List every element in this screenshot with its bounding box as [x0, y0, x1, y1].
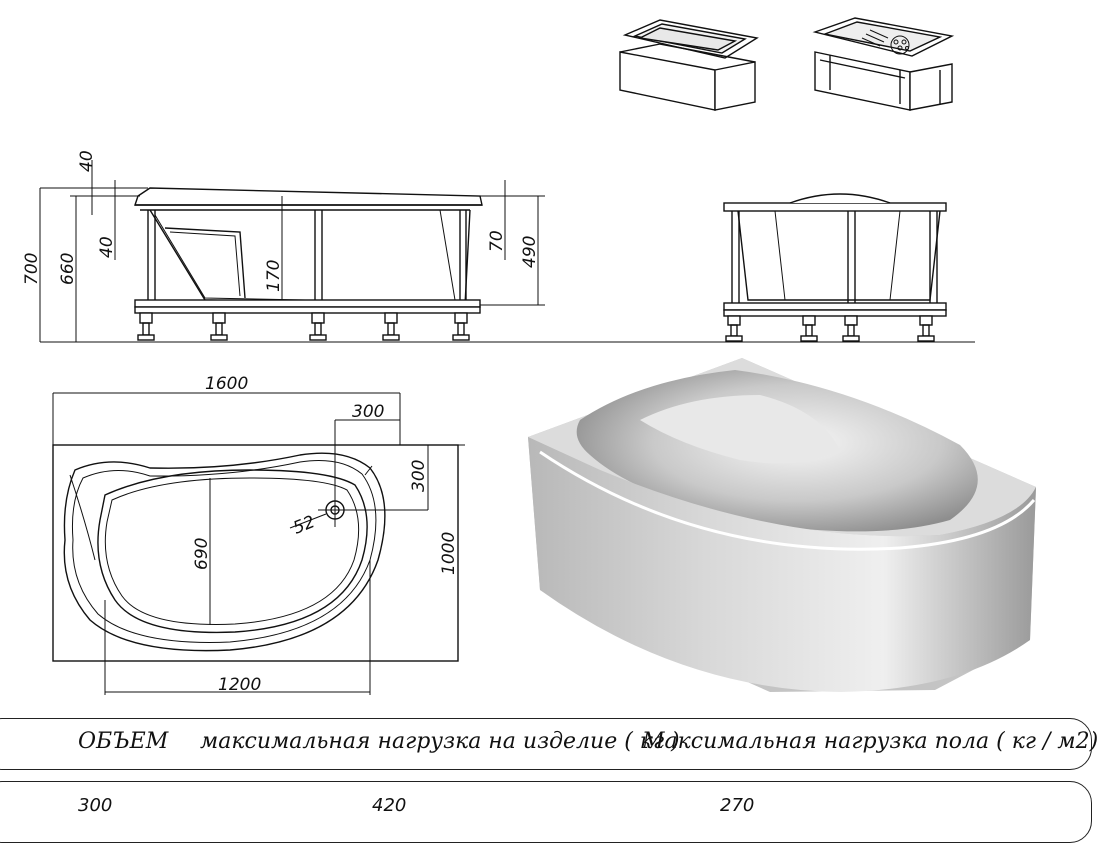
dim-rim-inner: 40: [97, 236, 117, 258]
dim-inner-width: 690: [192, 538, 212, 570]
end-elevation-view: [723, 193, 947, 342]
dim-depth-inner: 170: [264, 260, 284, 292]
plan-view: [52, 392, 465, 695]
header-max-floor-load: Максимальная нагрузка пола ( кг / м2): [642, 729, 1098, 754]
dim-inner-length: 1200: [218, 675, 261, 695]
technical-drawing: 40 700 660 40 170 70 490 1600 300 300 52…: [22, 17, 1036, 695]
dim-skirt-height: 490: [520, 236, 540, 268]
bath-installation-icon-2: [812, 17, 955, 111]
side-elevation-view: [39, 160, 975, 343]
dim-height-body: 660: [58, 253, 78, 285]
value-max-floor-load: 270: [720, 795, 755, 816]
value-volume: 300: [78, 795, 113, 816]
dim-top-rim: 40: [77, 150, 97, 172]
spec-table-header-frame: [0, 718, 1092, 770]
dim-height-total: 700: [22, 253, 42, 285]
dim-skirt-top: 70: [487, 230, 507, 252]
dim-width: 1000: [439, 532, 459, 575]
header-max-load-product: максимальная нагрузка на изделие ( кг ): [200, 729, 680, 754]
bath-installation-icon-1: [619, 19, 759, 111]
dim-drain-offset-y: 300: [409, 460, 429, 492]
dim-length: 1600: [205, 374, 248, 394]
header-volume: ОБЪЕМ: [78, 729, 169, 754]
value-max-load-product: 420: [372, 795, 407, 816]
bath-3d-render: [528, 358, 1036, 692]
spec-table-values-frame: [0, 781, 1092, 843]
dim-drain-offset-x: 300: [352, 402, 384, 422]
